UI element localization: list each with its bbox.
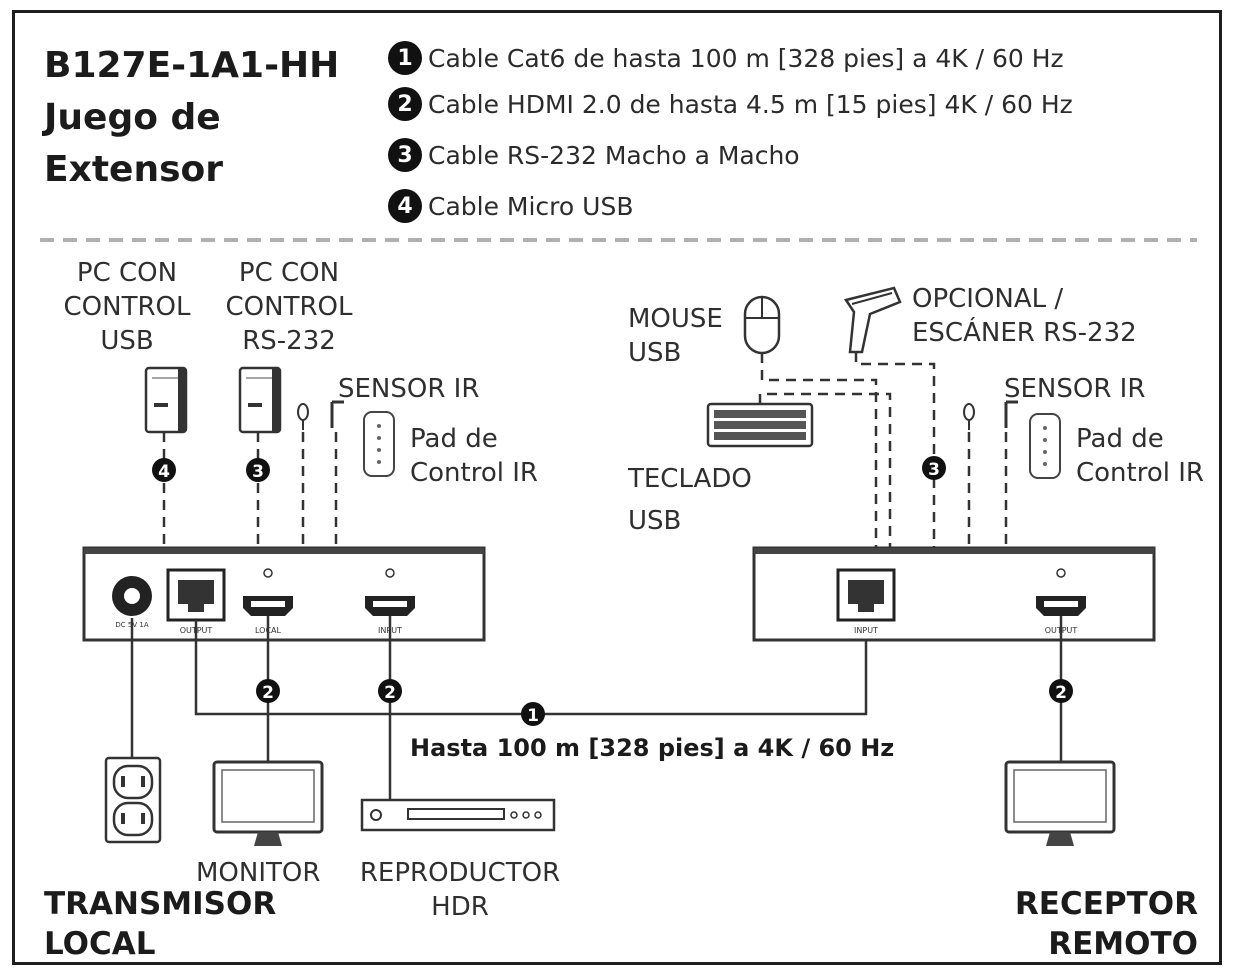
remote-ir-sensor-icon xyxy=(1004,400,1018,428)
remote-sensor-ir-label: SENSOR IR xyxy=(1004,374,1146,404)
hdr-player-line-2: HDR xyxy=(431,892,489,922)
badge-3-remote xyxy=(922,456,946,480)
remote-ir-receiver-icon xyxy=(963,403,975,430)
receiver-remote-label: RECEPTOR REMOTO xyxy=(960,884,1198,964)
mouse-line-2: USB xyxy=(628,338,682,368)
local-monitor-icon xyxy=(212,760,324,846)
local-ir-pad-line-2: Control IR xyxy=(410,458,538,488)
badge-4-local xyxy=(152,458,176,482)
legend-text-3: Cable RS-232 Macho a Macho xyxy=(428,140,800,170)
remote-ir-pad-label: Pad de Control IR xyxy=(1076,422,1204,490)
ir-sensor-icon xyxy=(330,400,344,428)
pc-usb-line-3: USB xyxy=(100,326,154,356)
badge-3-local-text: 3 xyxy=(252,462,264,482)
receiver-unit: INPUT OUTPUT xyxy=(752,546,1156,642)
pc-rs232-label: PC CON CONTROL RS-232 xyxy=(214,256,364,358)
badge-2-local-text: 2 xyxy=(262,683,274,703)
hdr-player-line-1: REPRODUCTOR xyxy=(359,858,561,888)
title-line-2: Juego de xyxy=(44,97,221,138)
remote-ir-pad-line-1: Pad de xyxy=(1076,424,1164,454)
legend-badge-4: 4 xyxy=(388,189,422,223)
remote-ir-pad-icon xyxy=(1029,413,1061,479)
badge-2-remote xyxy=(1049,679,1073,703)
badge-2-input xyxy=(378,679,402,703)
pc-rs232-tower-icon xyxy=(238,366,282,434)
badge-2-remote-text: 2 xyxy=(1055,683,1067,703)
scanner-line-2: ESCÁNER RS-232 xyxy=(912,318,1137,348)
legend-badge-3: 3 xyxy=(388,138,422,172)
diagram-frame xyxy=(12,10,1222,965)
hdr-player-icon xyxy=(360,798,556,832)
keyboard-label: TECLADO USB xyxy=(628,458,752,542)
legend-badge-2: 2 xyxy=(388,87,422,121)
title-line-3: Extensor xyxy=(44,149,223,190)
legend-item-3: 3 Cable RS-232 Macho a Macho xyxy=(388,135,800,175)
mouse-label: MOUSE USB xyxy=(628,302,723,370)
badge-1-text: 1 xyxy=(527,706,539,726)
pc-rs232-line-3: RS-232 xyxy=(242,326,336,356)
legend-item-2: 2 Cable HDMI 2.0 de hasta 4.5 m [15 pies… xyxy=(388,84,1073,124)
keyboard-line-2: USB xyxy=(628,506,682,536)
legend-badge-1: 1 xyxy=(388,41,422,75)
remote-monitor-icon xyxy=(1004,760,1116,846)
pc-usb-label: PC CON CONTROL USB xyxy=(52,256,202,358)
pc-usb-line-1: PC CON xyxy=(76,258,178,288)
legend-item-1: 1 Cable Cat6 de hasta 100 m [328 pies] a… xyxy=(388,38,1064,78)
barcode-scanner-icon xyxy=(843,286,902,354)
legend-text-1: Cable Cat6 de hasta 100 m [328 pies] a 4… xyxy=(428,43,1064,73)
remote-input-port-label: INPUT xyxy=(854,626,878,635)
legend-text-2: Cable HDMI 2.0 de hasta 4.5 m [15 pies] … xyxy=(428,89,1073,119)
badge-2-local xyxy=(256,679,280,703)
keyboard-icon xyxy=(706,402,814,448)
receiver-line-2: REMOTO xyxy=(1048,926,1198,962)
badge-4-text: 4 xyxy=(158,462,170,482)
mouse-icon xyxy=(743,295,781,355)
title-line-1: B127E-1A1-HH xyxy=(44,45,340,86)
transmitter-line-2: LOCAL xyxy=(44,926,156,962)
local-ir-pad-label: Pad de Control IR xyxy=(410,422,538,490)
mouse-line-1: MOUSE xyxy=(628,304,723,334)
ir-pad-icon xyxy=(363,411,395,477)
pc-rs232-line-2: CONTROL xyxy=(225,292,353,322)
legend-item-4: 4 Cable Micro USB xyxy=(388,186,633,226)
transmitter-line-1: TRANSMISOR xyxy=(44,886,277,922)
badge-2-input-text: 2 xyxy=(384,683,396,703)
power-outlet-icon xyxy=(104,756,162,844)
scanner-label: OPCIONAL / ESCÁNER RS-232 xyxy=(912,282,1137,350)
keyboard-cable-line xyxy=(758,392,892,548)
local-ir-pad-line-1: Pad de xyxy=(410,424,498,454)
pc-rs232-line-1: PC CON xyxy=(238,258,340,288)
legend-text-4: Cable Micro USB xyxy=(428,191,634,221)
hdr-player-label: REPRODUCTOR HDR xyxy=(352,856,568,924)
product-title: B127E-1A1-HH Juego de Extensor xyxy=(44,40,339,196)
local-sensor-ir-label: SENSOR IR xyxy=(338,374,480,404)
remote-ir-pad-line-2: Control IR xyxy=(1076,458,1204,488)
badge-1 xyxy=(521,702,545,726)
receiver-line-1: RECEPTOR xyxy=(1014,886,1198,922)
badge-3-remote-text: 3 xyxy=(928,460,940,480)
scanner-line-1: OPCIONAL / xyxy=(912,284,1064,314)
mouse-cable-line xyxy=(760,353,878,548)
pc-usb-line-2: CONTROL xyxy=(63,292,191,322)
transmitter-local-label: TRANSMISOR LOCAL xyxy=(44,884,276,964)
scanner-cable-line xyxy=(854,352,936,548)
transmitter-unit: DC 5V 1A OUTPUT LOCAL INPUT xyxy=(82,546,486,642)
cat6-distance-label: Hasta 100 m [328 pies] a 4K / 60 Hz xyxy=(410,734,895,762)
ir-receiver-icon xyxy=(297,403,309,430)
keyboard-line-1: TECLADO xyxy=(628,464,752,494)
pc-usb-tower-icon xyxy=(144,366,188,434)
badge-3-local xyxy=(246,458,270,482)
monitor-label: MONITOR xyxy=(196,858,321,888)
